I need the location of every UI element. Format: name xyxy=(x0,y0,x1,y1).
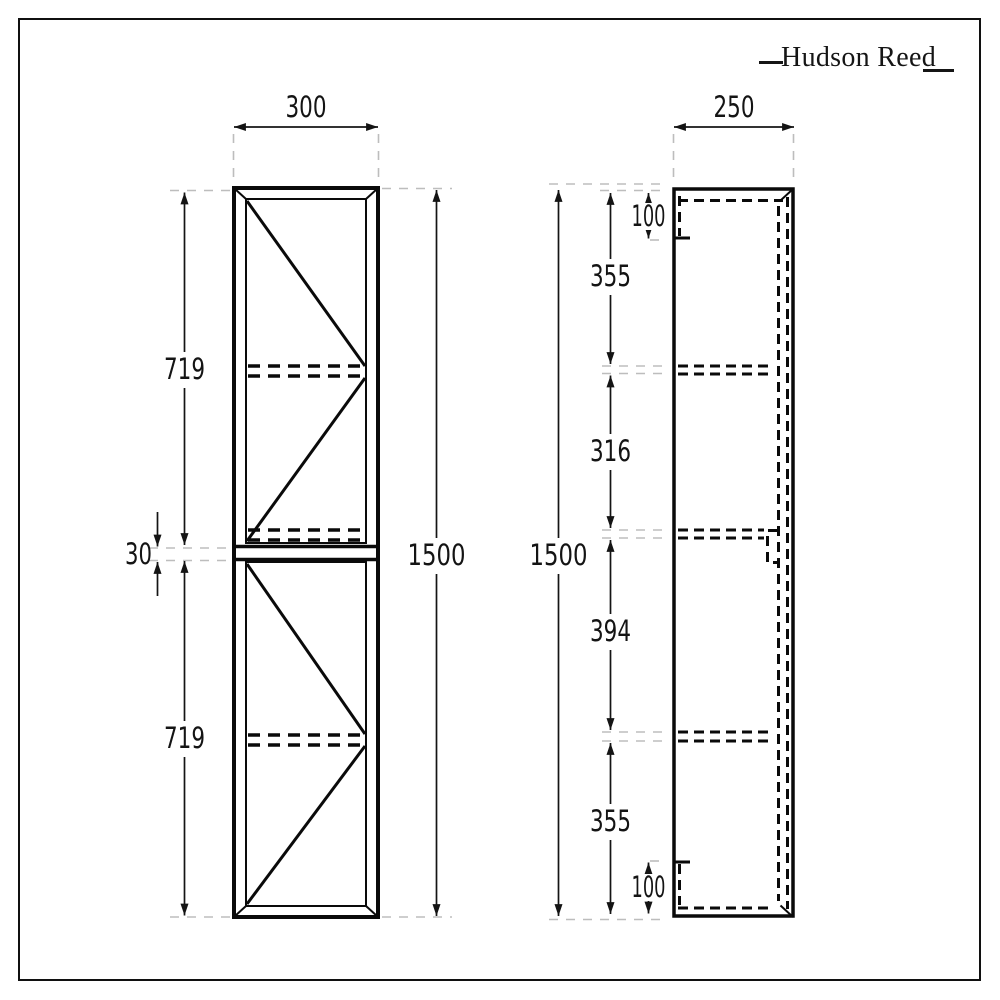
side-top-bracket-label: 100 xyxy=(632,199,666,233)
side-section-bottom-label: 355 xyxy=(590,804,631,838)
side-cabinet-outline xyxy=(672,187,795,918)
side-section-dimension-394: 394 xyxy=(584,540,637,730)
front-top-door-label: 719 xyxy=(164,352,205,386)
side-section-dimension-355-top: 355 xyxy=(584,193,637,364)
side-section-upper-middle-label: 316 xyxy=(590,434,631,468)
front-gap-dimension: 30 xyxy=(125,512,162,596)
front-top-door-dimension: 719 xyxy=(159,192,210,545)
side-cabinet xyxy=(672,187,795,918)
side-top-bracket-dimension: 100 xyxy=(629,193,669,239)
door-swing-lines xyxy=(245,200,367,905)
front-cabinet-outline xyxy=(232,186,380,919)
mitre-line xyxy=(365,188,378,200)
side-height-label: 1500 xyxy=(530,538,588,572)
front-gap-label: 30 xyxy=(125,537,152,571)
front-height-dimension: 1500 xyxy=(404,190,469,916)
mitre-line xyxy=(779,188,794,202)
front-extension-lines xyxy=(149,134,452,918)
front-bottom-door xyxy=(245,561,367,907)
logo-left-line xyxy=(759,61,784,64)
mitre-line xyxy=(365,905,378,917)
mitre-line xyxy=(234,905,247,917)
side-bottom-bracket-label: 100 xyxy=(632,870,666,904)
front-bottom-door-label: 719 xyxy=(164,721,205,755)
front-bottom-door-dimension: 719 xyxy=(159,561,210,916)
fixing-bracket-hidden-line xyxy=(766,529,778,564)
brand-name: Hudson Reed xyxy=(781,42,936,73)
front-cabinet xyxy=(232,186,380,919)
side-extension-lines xyxy=(549,134,795,921)
side-depth-label: 250 xyxy=(714,90,755,124)
side-bottom-bracket-dimension: 100 xyxy=(629,862,669,914)
side-depth-dimension: 250 xyxy=(674,90,794,132)
side-view: 250 1500 355 316 xyxy=(526,90,795,921)
side-section-dimension-355-bottom: 355 xyxy=(584,743,637,914)
front-shelf-hidden-lines xyxy=(248,364,364,747)
front-top-door xyxy=(245,198,367,544)
mitre-line xyxy=(779,904,794,918)
front-width-label: 300 xyxy=(286,90,327,124)
side-height-dimension: 1500 xyxy=(526,190,591,916)
front-dimensions: 300 719 719 30 xyxy=(125,90,469,918)
mitre-line xyxy=(234,188,247,200)
side-section-lower-middle-label: 394 xyxy=(590,614,631,648)
front-height-label: 1500 xyxy=(408,538,466,572)
front-view: 300 719 719 30 xyxy=(125,90,469,919)
drawing-border xyxy=(18,18,981,981)
side-shelf-hidden-lines xyxy=(678,364,772,910)
wall-bracket-top xyxy=(673,196,690,240)
front-width-dimension: 300 xyxy=(234,90,378,132)
side-section-dimension-316: 316 xyxy=(584,375,637,528)
brand-logo: Hudson Reed xyxy=(759,42,954,74)
side-hidden-lines xyxy=(673,196,789,910)
wall-bracket-bottom xyxy=(673,860,690,905)
logo-right-line xyxy=(923,69,954,72)
side-section-top-label: 355 xyxy=(590,259,631,293)
side-dimensions: 250 1500 355 316 xyxy=(526,90,795,921)
